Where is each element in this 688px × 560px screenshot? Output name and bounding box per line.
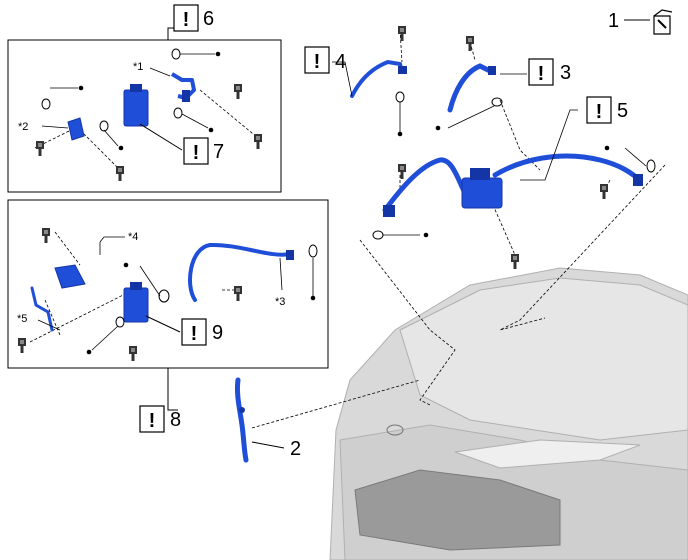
bolt-icon <box>34 139 46 158</box>
bolt-icon <box>396 24 408 43</box>
dot-leaders <box>37 53 647 351</box>
warning-box-icon: ! <box>183 137 209 165</box>
warning-symbol: ! <box>538 63 545 85</box>
vehicle-front-body <box>329 267 688 560</box>
callout-5: 5 <box>617 100 628 122</box>
grease-can-icon <box>653 9 673 35</box>
callout-4: 4 <box>335 51 346 73</box>
bolt-icon <box>127 344 139 363</box>
leader-8 <box>167 368 178 411</box>
part-2-hose <box>235 377 249 463</box>
warning-box-icon: ! <box>173 4 199 32</box>
leader-9 <box>145 315 181 333</box>
leader-sub-4 <box>99 236 125 243</box>
callout-9: 9 <box>212 322 223 344</box>
callout-3: 3 <box>560 62 571 84</box>
o-rings <box>41 48 656 328</box>
sub-label-1: *1 <box>133 61 143 73</box>
sub-part-5-pipe <box>30 286 54 332</box>
warning-box-icon: ! <box>139 405 165 433</box>
bolt-icon <box>16 336 28 355</box>
sub-label-2: *2 <box>18 121 28 133</box>
callout-7: 7 <box>213 141 224 163</box>
warning-box-icon: ! <box>304 46 330 74</box>
warning-box-icon: ! <box>528 58 554 86</box>
sub-part-4-bracket <box>54 264 86 289</box>
leader-2 <box>251 441 285 449</box>
bolt-icon <box>509 252 521 271</box>
bolt-icon <box>232 82 244 101</box>
part-4-hose <box>350 59 407 98</box>
warning-symbol: ! <box>193 142 200 164</box>
warning-box-icon: ! <box>181 318 207 346</box>
sub-label-4: *4 <box>128 231 138 243</box>
warning-symbol: ! <box>149 410 156 432</box>
bolt-icon <box>252 132 264 151</box>
dots <box>78 51 610 355</box>
bolt-icon <box>232 284 244 303</box>
warning-symbol: ! <box>183 9 190 31</box>
sub-part-1-pipe <box>170 72 196 102</box>
sub-part-3-pipe <box>188 242 294 302</box>
detail-box-8 <box>7 199 329 369</box>
part-5-compressor-assembly <box>382 153 643 217</box>
bolt-icon <box>114 164 126 183</box>
warning-symbol: ! <box>314 51 321 73</box>
warning-symbol: ! <box>191 323 198 345</box>
part-9-expansion-valve <box>123 282 149 323</box>
callout-8: 8 <box>170 409 181 431</box>
callout-1: 1 <box>608 10 619 32</box>
sub-label-3: *3 <box>275 296 285 308</box>
part-3-hose <box>447 63 496 113</box>
bolt-icon <box>464 34 476 53</box>
bolt-icon <box>396 162 408 181</box>
sub-label-5: *5 <box>17 313 27 325</box>
leader-7 <box>139 123 183 151</box>
bolt-icon <box>598 182 610 201</box>
sub-part-2-bracket <box>67 117 85 141</box>
bolt-icon <box>40 226 52 245</box>
detail-box-6 <box>7 39 282 193</box>
warning-symbol: ! <box>596 101 603 123</box>
callout-6: 6 <box>203 8 214 30</box>
callout-2: 2 <box>290 438 301 460</box>
warning-box-icon: ! <box>586 96 612 124</box>
part-7-expansion-valve <box>123 84 149 127</box>
